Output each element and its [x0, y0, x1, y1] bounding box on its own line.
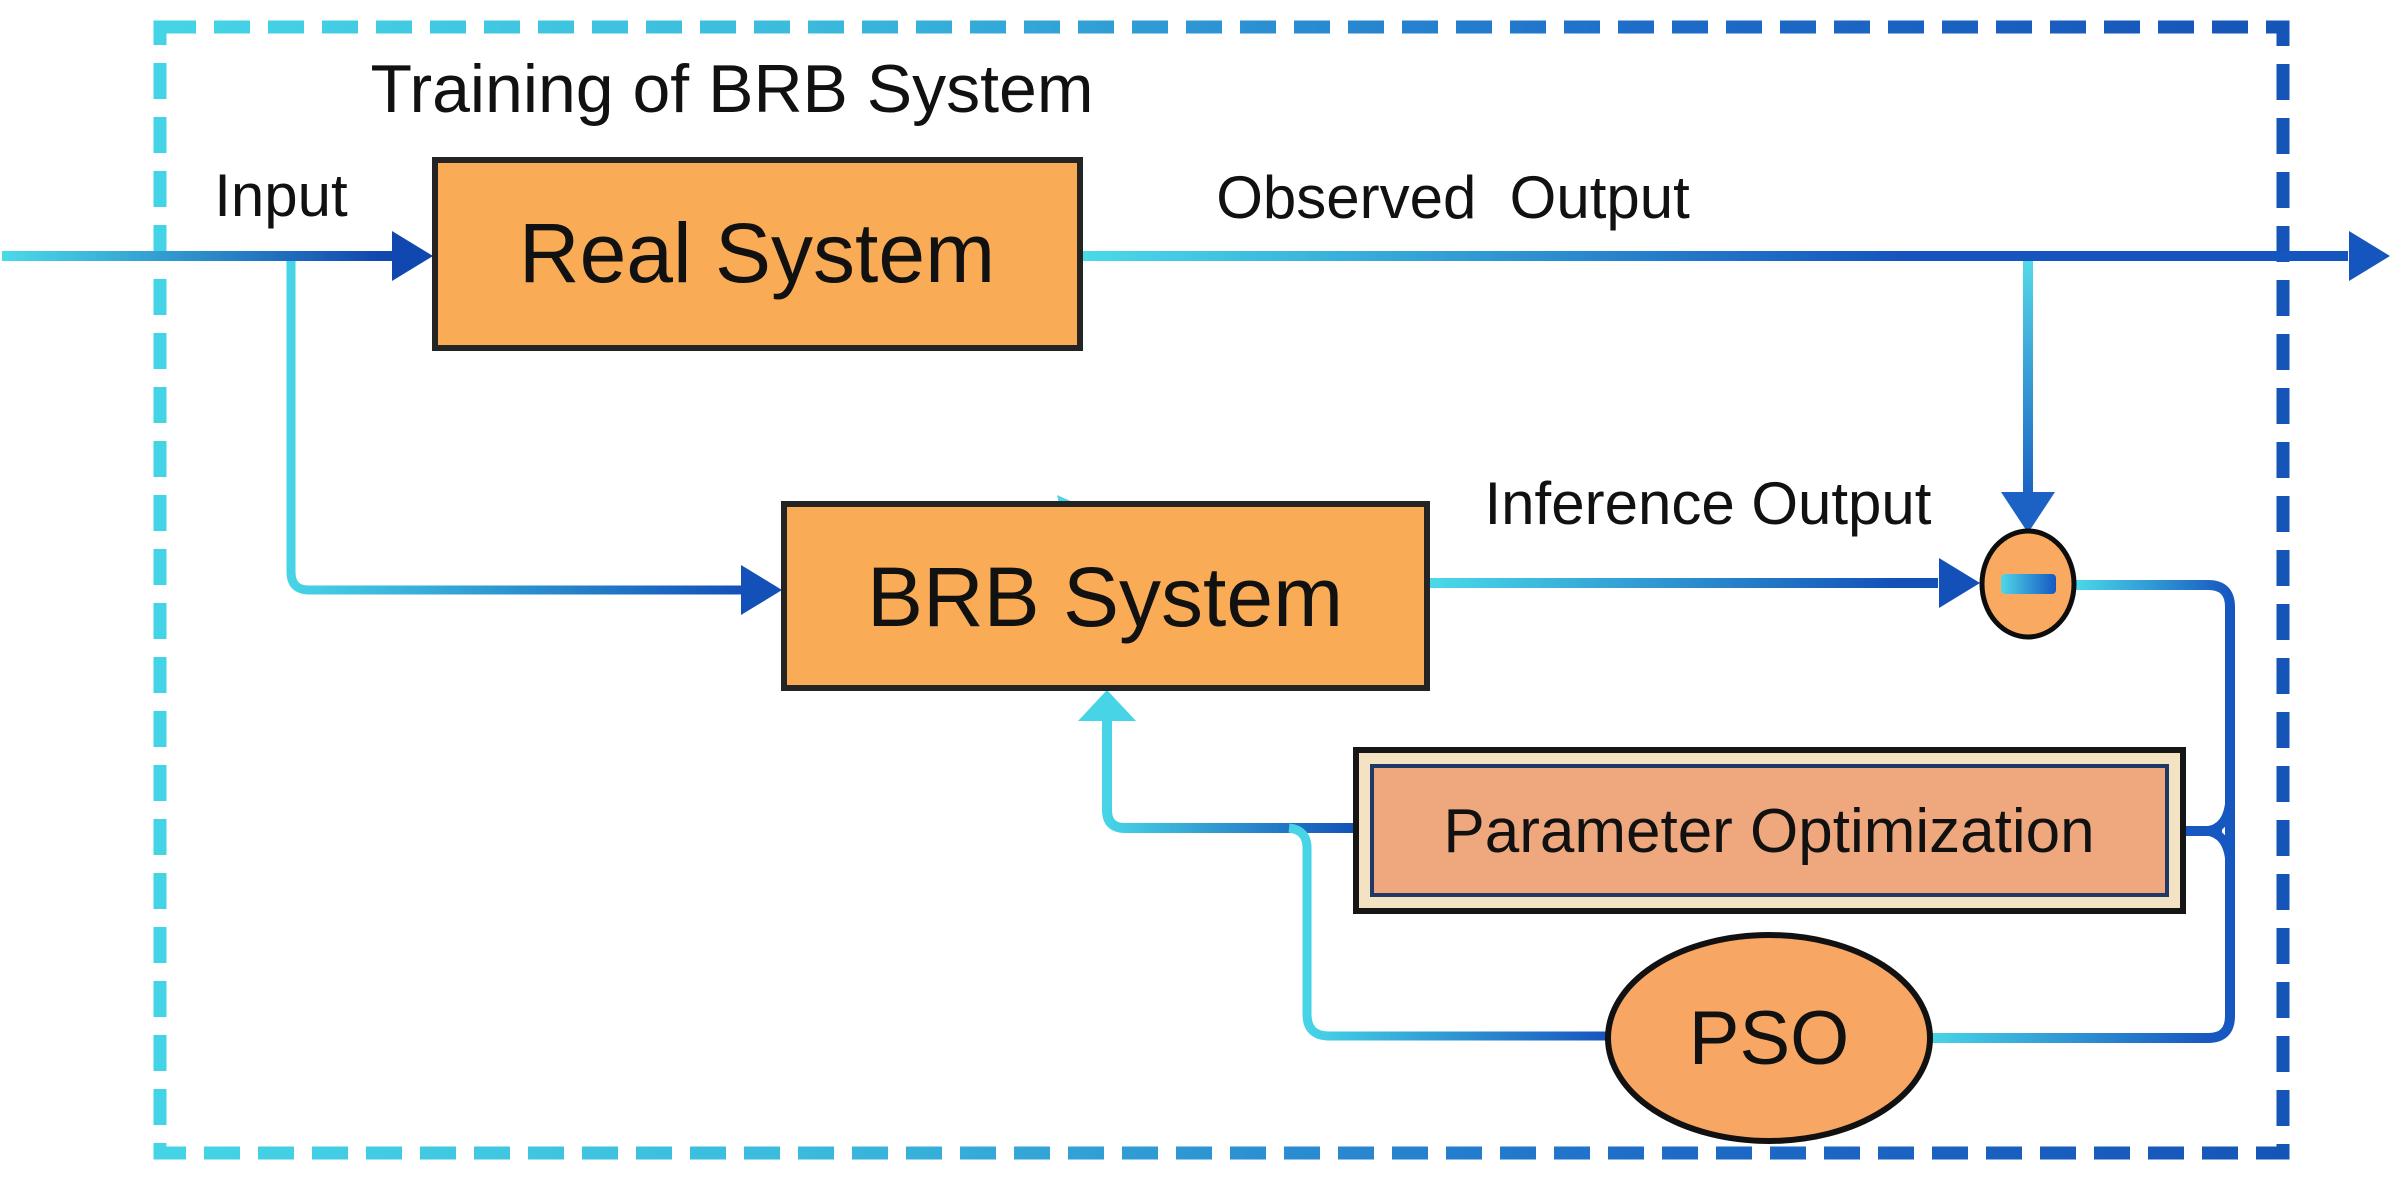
real-system-box: [432, 157, 1083, 351]
brb-system-box: [781, 501, 1430, 691]
comparator-out-line: [2074, 580, 2235, 608]
pso-left-branch: [1288, 823, 1606, 1041]
feedback-vertical-line: [2207, 607, 2235, 1043]
comparator-top-arrowhead-icon: [2001, 492, 2055, 533]
input-arrowhead-icon: [392, 231, 433, 281]
parameter-optimization-label: Parameter Optimization: [1443, 797, 2094, 866]
real-system-label: Real System: [519, 206, 995, 300]
parameter-optimization-box: [1370, 764, 2169, 897]
pso-ellipse: [1605, 932, 1933, 1144]
pso-label: PSO: [1689, 996, 1850, 1081]
exit-arrowhead-icon: [2349, 231, 2390, 281]
po-left-line: [1102, 809, 1356, 833]
input-branch-horizontal: [286, 571, 744, 595]
po-stub-fillet-bottom: [2205, 826, 2235, 864]
observed-output-label: Observed Output: [1216, 164, 1690, 231]
training-boundary-dashed-box: [153, 20, 2290, 1160]
comparator-left-arrowhead-icon: [1939, 558, 1980, 608]
brb-input-arrowhead-icon: [741, 565, 782, 615]
inference-output-label: Inference Output: [1485, 470, 1932, 537]
brb-system-label: BRB System: [867, 550, 1343, 644]
minus-icon: [2001, 574, 2056, 594]
diagram-title: Training of BRB System: [370, 51, 1093, 127]
brb-bottom-arrowhead-icon: [1078, 690, 1136, 721]
input-label: Input: [214, 162, 348, 229]
